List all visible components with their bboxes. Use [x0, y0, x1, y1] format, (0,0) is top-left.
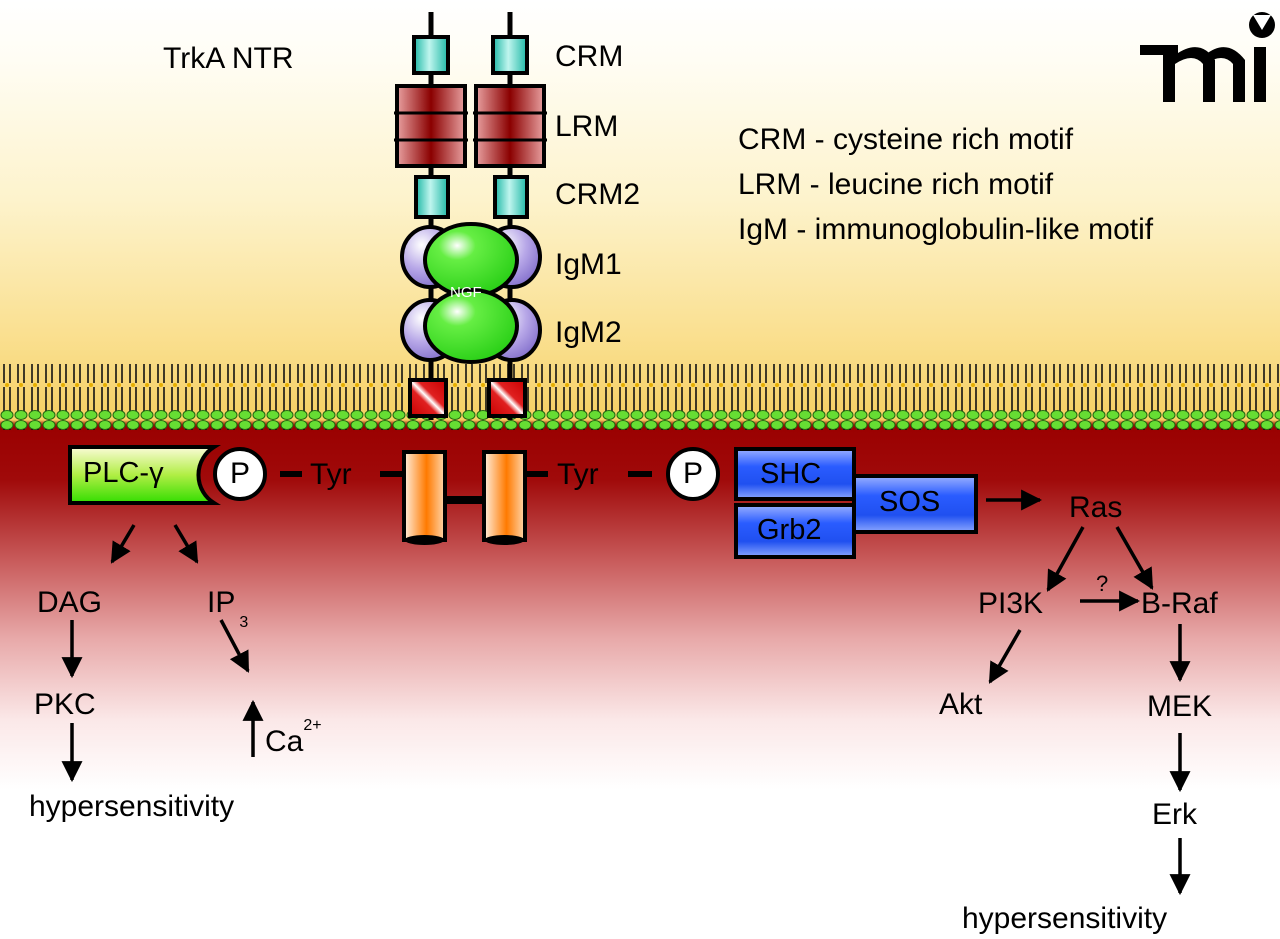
label-pi3k: PI3K: [978, 587, 1044, 620]
label-shc: SHC: [760, 458, 822, 490]
label-ip3-main: IP: [207, 586, 236, 619]
crm-domain-right: [491, 35, 529, 75]
legend-item-lrm: LRM - leucine rich motif: [738, 168, 1054, 201]
figure-title: TrkA NTR: [163, 42, 294, 75]
label-calcium: Ca2+: [265, 718, 322, 758]
label-ip3: IP3: [207, 586, 248, 631]
lrm-domain-right: [473, 84, 547, 168]
label-dag: DAG: [37, 586, 103, 619]
kinase-domain-right: [482, 450, 527, 545]
label-hypersensitivity-right: hypersensitivity: [962, 902, 1168, 935]
label-phospho-left: P: [230, 457, 251, 490]
plc-gamma-box: [68, 445, 221, 505]
phospho-circle-right: [666, 447, 720, 501]
label-tyr-right: Tyr: [557, 458, 599, 491]
label-crm2: CRM2: [555, 178, 641, 211]
label-grb2: Grb2: [757, 514, 822, 546]
arrow-pi3k-akt: [988, 629, 1022, 684]
plasma-membrane: [0, 364, 1280, 430]
label-erk: Erk: [1152, 798, 1197, 831]
legend-item-igm: IgM - immunoglobulin-like motif: [738, 213, 1154, 246]
transmembrane-domain-left: [408, 378, 448, 418]
legend-item-crm: CRM - cysteine rich motif: [738, 123, 1074, 156]
mi-logo: [1140, 12, 1275, 102]
label-calcium-main: Ca: [265, 725, 304, 758]
ngf-ligand: [423, 222, 519, 364]
crm2-domain-left: [414, 175, 450, 219]
label-sos: SOS: [879, 486, 941, 518]
label-ngf: NGF: [450, 284, 482, 301]
label-mek: MEK: [1147, 690, 1213, 723]
arrow-ras-braf: [1115, 526, 1154, 590]
label-hypersensitivity-left: hypersensitivity: [29, 790, 235, 823]
lrm-domain-left: [394, 84, 468, 168]
kinase-domain-left: [402, 450, 447, 545]
label-ip3-subscript: 3: [239, 614, 249, 631]
label-question: ?: [1096, 571, 1109, 596]
pathway-arrows: [61, 489, 1191, 896]
crm2-domain-right: [493, 175, 529, 219]
label-ras: Ras: [1069, 491, 1123, 524]
label-igm2: IgM2: [555, 316, 622, 349]
transmembrane-domain-right: [487, 378, 527, 418]
label-braf: B-Raf: [1141, 587, 1218, 620]
label-phospho-right: P: [683, 457, 704, 490]
label-plc-gamma: PLC-γ: [83, 457, 164, 489]
label-pkc: PKC: [34, 688, 96, 721]
arrow-ip3: [219, 619, 250, 673]
label-crm: CRM: [555, 40, 624, 73]
grb2-box: [734, 503, 856, 559]
label-tyr-left: Tyr: [310, 458, 352, 491]
crm-domain-left: [412, 35, 450, 75]
sos-box: [852, 474, 978, 534]
arrow-ras-pi3k: [1046, 526, 1085, 592]
label-lrm: LRM: [555, 110, 619, 143]
phospho-circle-left: [213, 447, 267, 501]
label-igm1: IgM1: [555, 248, 622, 281]
arrow-plc-dag: [110, 524, 136, 564]
label-calcium-charge: 2+: [303, 717, 322, 734]
label-akt: Akt: [939, 688, 983, 721]
arrow-plc-ip3: [173, 524, 199, 564]
